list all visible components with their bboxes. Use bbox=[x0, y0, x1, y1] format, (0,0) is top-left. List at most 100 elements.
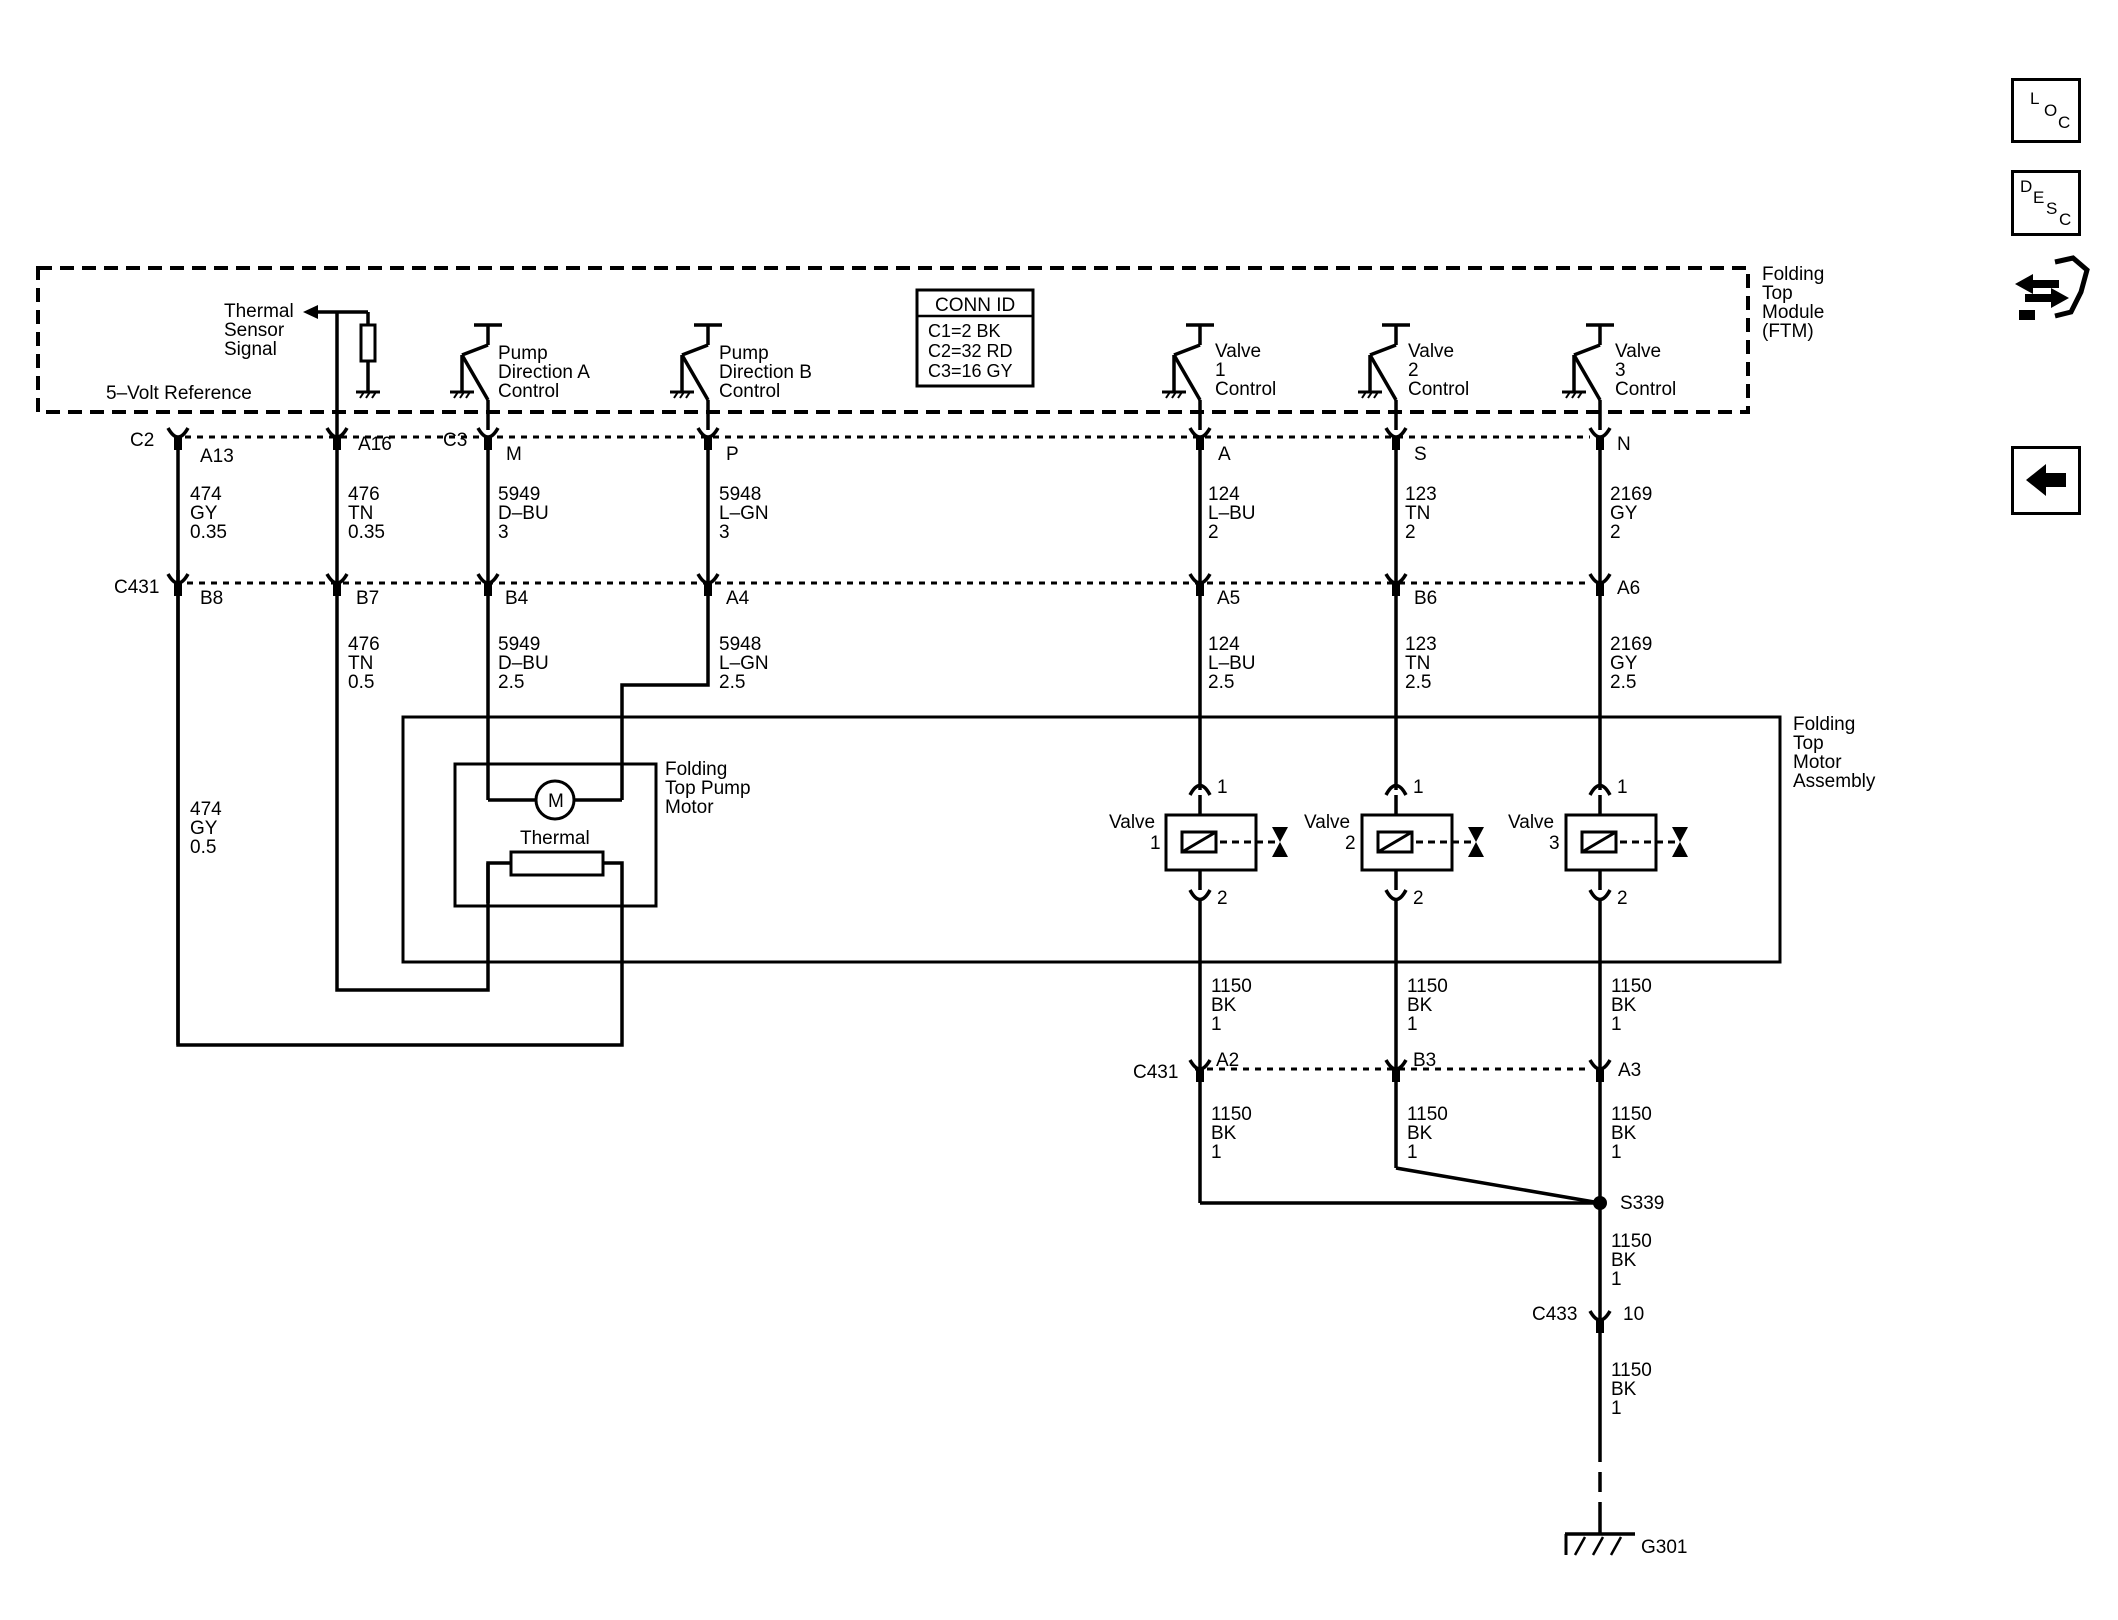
pin-label: P bbox=[726, 444, 739, 465]
c431-connector-cup bbox=[325, 573, 349, 596]
valve-2-label: Valve 2 bbox=[1304, 812, 1356, 854]
valve-1-switch-icon bbox=[1162, 323, 1214, 430]
conn-id-line: C1=2 BK bbox=[928, 321, 1001, 341]
ground-symbol bbox=[1564, 1522, 1635, 1556]
loc-letter: C bbox=[2058, 113, 2071, 132]
pump-motor-box bbox=[453, 762, 658, 908]
pin-label: B6 bbox=[1414, 588, 1437, 609]
c431-connector-cup bbox=[166, 573, 190, 596]
five-volt-reference-label: 5–Volt Reference bbox=[106, 383, 252, 404]
ftm-connector-cup bbox=[696, 427, 720, 450]
c431-lower-connector-cup bbox=[1384, 1059, 1408, 1082]
wire-1150-join-angled bbox=[1395, 1166, 1601, 1205]
conn-id-line: C3=16 GY bbox=[928, 361, 1013, 381]
pin-label: A16 bbox=[358, 434, 392, 455]
valve-3-control-label: Valve 3 Control bbox=[1615, 341, 1676, 400]
c431-lower-connector-cup bbox=[1588, 1059, 1612, 1082]
splice-label: S339 bbox=[1620, 1193, 1664, 1214]
valve-1-control-label: Valve 1 Control bbox=[1215, 341, 1276, 400]
pin-label: A5 bbox=[1217, 588, 1240, 609]
valve-pin-label: 2 bbox=[1413, 888, 1424, 909]
wire-5948 bbox=[620, 440, 710, 800]
motor-assembly-box bbox=[401, 715, 1782, 964]
desc-letter: S bbox=[2046, 199, 2058, 218]
c433-connector-cup bbox=[1588, 1310, 1612, 1333]
connector-cups bbox=[166, 427, 1612, 1333]
loc-letter: O bbox=[2044, 101, 2058, 120]
pin-label: B8 bbox=[200, 588, 223, 609]
ftm-connector-cup bbox=[1588, 427, 1612, 450]
motor-assembly-name: Folding Top Motor Assembly bbox=[1793, 714, 1876, 792]
pump-b-switch-icon bbox=[670, 323, 722, 430]
pump-direction-b-label: Pump Direction B Control bbox=[719, 343, 817, 402]
c431-label: C431 bbox=[1133, 1062, 1178, 1083]
ftm-name: Folding Top Module (FTM) bbox=[1762, 264, 1830, 342]
valve-3-label: Valve 3 bbox=[1508, 812, 1560, 854]
pin-label: A bbox=[1218, 444, 1231, 465]
pin-label: A4 bbox=[726, 588, 750, 609]
valve-2-solenoid-icon bbox=[1360, 783, 1484, 902]
valve-symbols bbox=[1164, 783, 1688, 902]
valve-1-label: Valve 1 bbox=[1109, 812, 1161, 854]
pin-label: A3 bbox=[1618, 1060, 1641, 1081]
switch-symbols bbox=[450, 323, 1614, 430]
desc-button[interactable]: D E S C bbox=[2011, 170, 2081, 236]
loc-button[interactable]: L O C bbox=[2011, 78, 2081, 143]
pin-label: B4 bbox=[505, 588, 529, 609]
valve-pin-label: 1 bbox=[1413, 777, 1424, 798]
pin-label: A13 bbox=[200, 446, 234, 467]
c431-connector-cup bbox=[1588, 573, 1612, 596]
thermal-sensor-signal-label: Thermal Sensor Signal bbox=[224, 301, 299, 360]
c431-connector-cup bbox=[696, 573, 720, 596]
c431-connector-cup bbox=[476, 573, 500, 596]
desc-letter: E bbox=[2033, 188, 2045, 207]
wires bbox=[176, 312, 1602, 1522]
ftm-connector-cup bbox=[166, 427, 190, 450]
pin-label: A6 bbox=[1617, 578, 1640, 599]
wire-476 bbox=[335, 312, 490, 992]
desc-letter: D bbox=[2020, 177, 2033, 196]
thermal-element bbox=[486, 850, 624, 903]
valve-pin-label: 1 bbox=[1217, 777, 1228, 798]
thermal-label: Thermal bbox=[520, 828, 590, 849]
c431-label: C431 bbox=[114, 577, 159, 598]
valve-2-control-label: Valve 2 Control bbox=[1408, 341, 1469, 400]
pin-label: B7 bbox=[356, 588, 379, 609]
c431-connector-cup bbox=[1384, 573, 1408, 596]
pin-label: M bbox=[506, 444, 522, 465]
ftm-connector-cup bbox=[1188, 427, 1212, 450]
flow-arrows-icon[interactable] bbox=[2011, 252, 2091, 332]
valve-pin-label: 1 bbox=[1617, 777, 1628, 798]
c431-connector-cup bbox=[1188, 573, 1212, 596]
pump-a-switch-icon bbox=[450, 323, 502, 430]
motor-symbol-label: M bbox=[548, 791, 564, 812]
ftm-connector-cup bbox=[476, 427, 500, 450]
pump-direction-a-label: Pump Direction A Control bbox=[498, 343, 594, 402]
back-button[interactable] bbox=[2011, 446, 2081, 515]
conn-id-title: CONN ID bbox=[935, 295, 1015, 316]
splice-dot bbox=[1593, 1196, 1607, 1210]
pin-label: 10 bbox=[1623, 1304, 1644, 1325]
valve-3-solenoid-icon bbox=[1564, 783, 1688, 902]
c431-lower-connector-cup bbox=[1188, 1059, 1212, 1082]
ftm-connector-cup bbox=[1384, 427, 1408, 450]
ground-label: G301 bbox=[1641, 1537, 1687, 1558]
valve-3-switch-icon bbox=[1562, 323, 1614, 430]
valve-pin-label: 2 bbox=[1617, 888, 1628, 909]
loc-letter: L bbox=[2030, 89, 2040, 108]
thermal-sensor-circuit bbox=[303, 305, 380, 399]
